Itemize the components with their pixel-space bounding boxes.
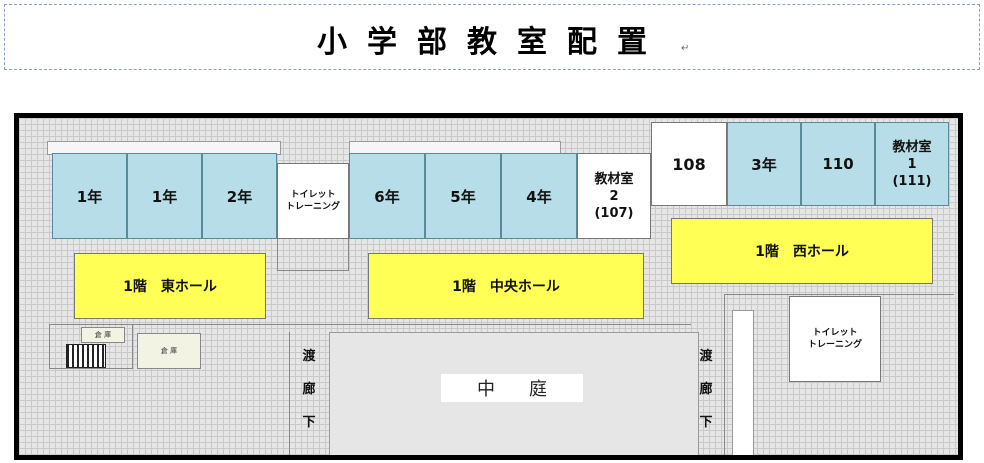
storage-room-2: 倉 庫 <box>137 333 201 369</box>
classroom-4nen: 4年 <box>501 153 577 239</box>
center-hall: 1階 中央ホール <box>368 253 644 319</box>
classroom-5nen: 5年 <box>425 153 501 239</box>
corridor-right-char-1: 渡 <box>699 349 713 364</box>
stairs-icon <box>66 344 106 368</box>
toilet-alcove <box>277 239 349 271</box>
material-room-2: 教材室 2 (107) <box>577 153 651 239</box>
corridor-left-char-2: 廊 <box>302 382 316 397</box>
title-box: 小学部教室配置 ↵ <box>4 4 980 70</box>
corridor-left-outline <box>289 332 290 455</box>
corridor-line-east <box>49 324 691 325</box>
paragraph-mark-icon: ↵ <box>681 43 690 54</box>
storage-block-outline <box>49 324 133 369</box>
classroom-6nen: 6年 <box>349 153 425 239</box>
corridor-right-char-3: 下 <box>699 415 713 430</box>
room-110: 110 <box>801 122 875 206</box>
classroom-1nen-b: 1年 <box>127 153 202 239</box>
classroom-2nen: 2年 <box>202 153 277 239</box>
page-title: 小学部教室配置 <box>317 25 667 60</box>
floor-plan: 1年 1年 2年 トイレット トレーニング 6年 5年 4年 教材室 2 (10… <box>14 113 963 460</box>
material-room-1: 教材室 1 (111) <box>875 122 949 206</box>
corridor-right-char-2: 廊 <box>699 382 713 397</box>
toilet-training-west: トイレット トレーニング <box>789 296 881 382</box>
room-108: 108 <box>651 122 727 206</box>
corridor-left-char-1: 渡 <box>302 349 316 364</box>
classroom-1nen-a: 1年 <box>52 153 127 239</box>
corridor-left-char-3: 下 <box>302 415 316 430</box>
west-wall-stub <box>724 294 954 295</box>
east-hall: 1階 東ホール <box>74 253 266 319</box>
west-wall-left <box>724 294 725 455</box>
toilet-training-east: トイレット トレーニング <box>277 163 349 239</box>
west-hall: 1階 西ホール <box>671 218 933 284</box>
west-corridor-strip <box>732 310 754 455</box>
storage-room-1: 倉 庫 <box>81 327 125 343</box>
courtyard-label: 中庭 <box>441 374 583 402</box>
classroom-3nen: 3年 <box>727 122 801 206</box>
